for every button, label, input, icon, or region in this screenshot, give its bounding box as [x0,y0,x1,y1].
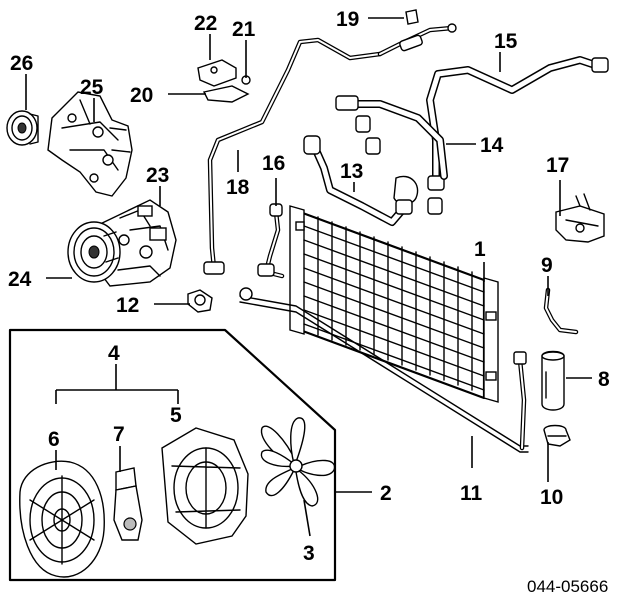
callout-19: 19 [336,8,359,31]
liquid-pipe [257,203,285,279]
receiver-drier [541,350,565,411]
drier-clamp [543,424,571,447]
callout-labels: 1 2 3 4 5 6 7 8 9 10 11 12 13 14 15 16 1… [8,8,610,565]
callout-12: 12 [116,294,139,317]
callout-23: 23 [146,164,169,187]
clamp [187,289,213,313]
callout-4: 4 [108,342,120,365]
callout-26: 26 [10,52,33,75]
condenser-rod [239,287,529,453]
hose-bracket [197,59,251,103]
callout-25: 25 [80,76,104,99]
callout-9: 9 [541,254,553,277]
callout-10: 10 [540,486,563,509]
condenser [289,205,499,403]
liquid-hose [303,135,419,226]
fan-motor [113,467,143,541]
fan-blade [260,417,336,507]
compressor [67,199,177,287]
callout-1: 1 [474,238,486,261]
callout-2: 2 [380,482,392,505]
suction-hose [426,56,609,215]
clutch-pulley [6,110,39,146]
callout-5: 5 [170,404,182,427]
callout-22: 22 [194,12,217,35]
compressor-bracket [47,91,133,197]
callout-16: 16 [262,152,285,175]
reference-number: 044-05666 [527,577,608,596]
fan-shroud [161,427,249,545]
discharge-pipe [203,37,383,275]
callout-6: 6 [48,428,60,451]
callout-18: 18 [226,176,250,199]
drier-bracket [543,287,579,335]
callout-20: 20 [130,84,153,107]
discharge-hose [335,95,448,180]
callout-11: 11 [460,482,483,505]
mount-bracket [555,193,605,243]
fan-guard [19,460,105,578]
callout-3: 3 [303,542,315,565]
callout-8: 8 [598,368,610,391]
callout-7: 7 [113,423,125,446]
callout-13: 13 [340,160,363,183]
callout-14: 14 [480,134,504,157]
callout-21: 21 [232,18,256,41]
callout-15: 15 [494,30,518,53]
suction-line [377,9,457,57]
leader-lines [25,17,592,537]
callout-17: 17 [546,154,569,177]
fan-assembly-box [8,328,337,582]
callout-24: 24 [8,268,32,291]
